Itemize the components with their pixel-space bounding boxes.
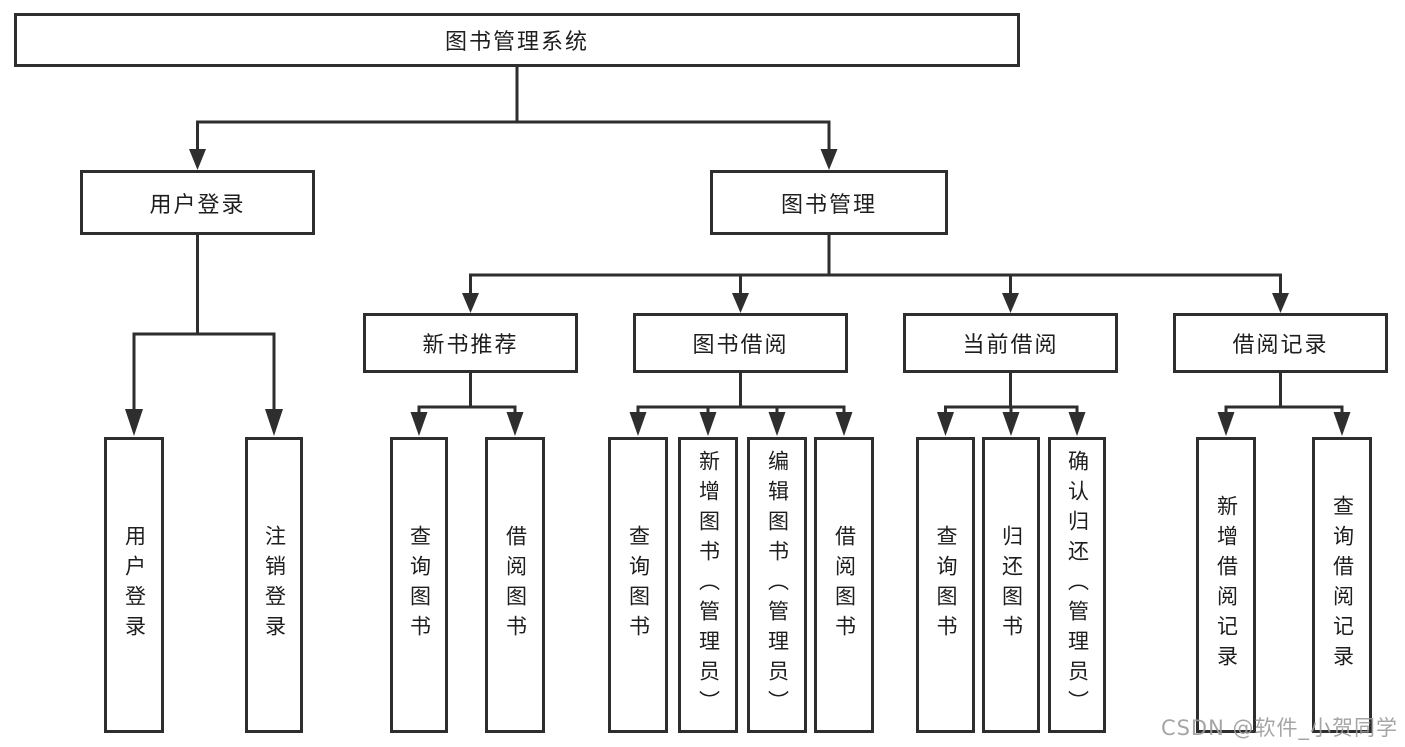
- node-leaf-query-borrow-record: 查询借阅记录: [1312, 437, 1372, 733]
- connector-records-to-leaves: [1217, 371, 1351, 436]
- node-leaf-add-books-admin-label: 新增图书（管理员）: [696, 450, 721, 720]
- node-leaf-user-login-label: 用户登录: [122, 525, 147, 645]
- node-new-book-recommend: 新书推荐: [363, 313, 578, 373]
- node-leaf-edit-books-admin: 编辑图书（管理员）: [747, 437, 807, 733]
- connector-root-to-level2: [189, 65, 838, 170]
- connector-current-to-leaves: [937, 371, 1086, 436]
- node-root: 图书管理系统: [14, 13, 1020, 67]
- node-leaf-query-books-borrow-label: 查询图书: [626, 525, 651, 645]
- node-leaf-confirm-return-admin: 确认归还（管理员）: [1048, 437, 1106, 733]
- node-book-borrowing: 图书借阅: [633, 313, 848, 373]
- connector-userlogin-to-leaves: [125, 233, 283, 436]
- node-leaf-logout-label: 注销登录: [262, 525, 287, 645]
- node-leaf-user-login: 用户登录: [104, 437, 164, 733]
- node-book-management-label: 图书管理: [780, 192, 877, 218]
- node-leaf-query-books-recommend: 查询图书: [390, 437, 448, 733]
- node-current-borrowing-label: 当前借阅: [962, 333, 1059, 358]
- node-leaf-add-books-admin: 新增图书（管理员）: [678, 437, 738, 733]
- connector-bookmgmt-to-level3: [462, 233, 1289, 313]
- node-user-login-label: 用户登录: [149, 192, 246, 218]
- node-leaf-borrow-books-label: 借阅图书: [832, 525, 857, 645]
- node-leaf-logout: 注销登录: [245, 437, 303, 733]
- node-leaf-return-books-label: 归还图书: [999, 525, 1024, 645]
- node-leaf-query-books-current: 查询图书: [916, 437, 975, 733]
- node-leaf-borrow-books-recommend-label: 借阅图书: [503, 525, 528, 645]
- node-book-borrowing-label: 图书借阅: [692, 333, 789, 358]
- node-new-book-recommend-label: 新书推荐: [422, 333, 519, 358]
- node-leaf-borrow-books: 借阅图书: [814, 437, 874, 733]
- node-leaf-edit-books-admin-label: 编辑图书（管理员）: [765, 450, 790, 720]
- node-leaf-borrow-books-recommend: 借阅图书: [485, 437, 545, 733]
- node-leaf-query-borrow-record-label: 查询借阅记录: [1330, 495, 1355, 675]
- node-leaf-add-borrow-record-label: 新增借阅记录: [1214, 495, 1239, 675]
- node-borrowing-records-label: 借阅记录: [1232, 333, 1329, 358]
- node-leaf-query-books-borrow: 查询图书: [608, 437, 668, 733]
- node-user-login: 用户登录: [80, 170, 315, 235]
- csdn-watermark: CSDN @软件_小贺同学: [1160, 716, 1398, 740]
- node-current-borrowing: 当前借阅: [903, 313, 1118, 373]
- node-leaf-confirm-return-admin-label: 确认归还（管理员）: [1065, 450, 1090, 720]
- node-borrowing-records: 借阅记录: [1173, 313, 1388, 373]
- connector-borrowing-to-leaves: [629, 371, 853, 436]
- node-leaf-add-borrow-record: 新增借阅记录: [1196, 437, 1256, 733]
- connector-newbook-to-leaves: [410, 371, 524, 436]
- node-book-management: 图书管理: [710, 170, 948, 235]
- node-leaf-return-books: 归还图书: [982, 437, 1040, 733]
- node-root-label: 图书管理系统: [444, 30, 589, 55]
- node-leaf-query-books-current-label: 查询图书: [934, 525, 958, 645]
- node-leaf-query-books-recommend-label: 查询图书: [407, 525, 432, 645]
